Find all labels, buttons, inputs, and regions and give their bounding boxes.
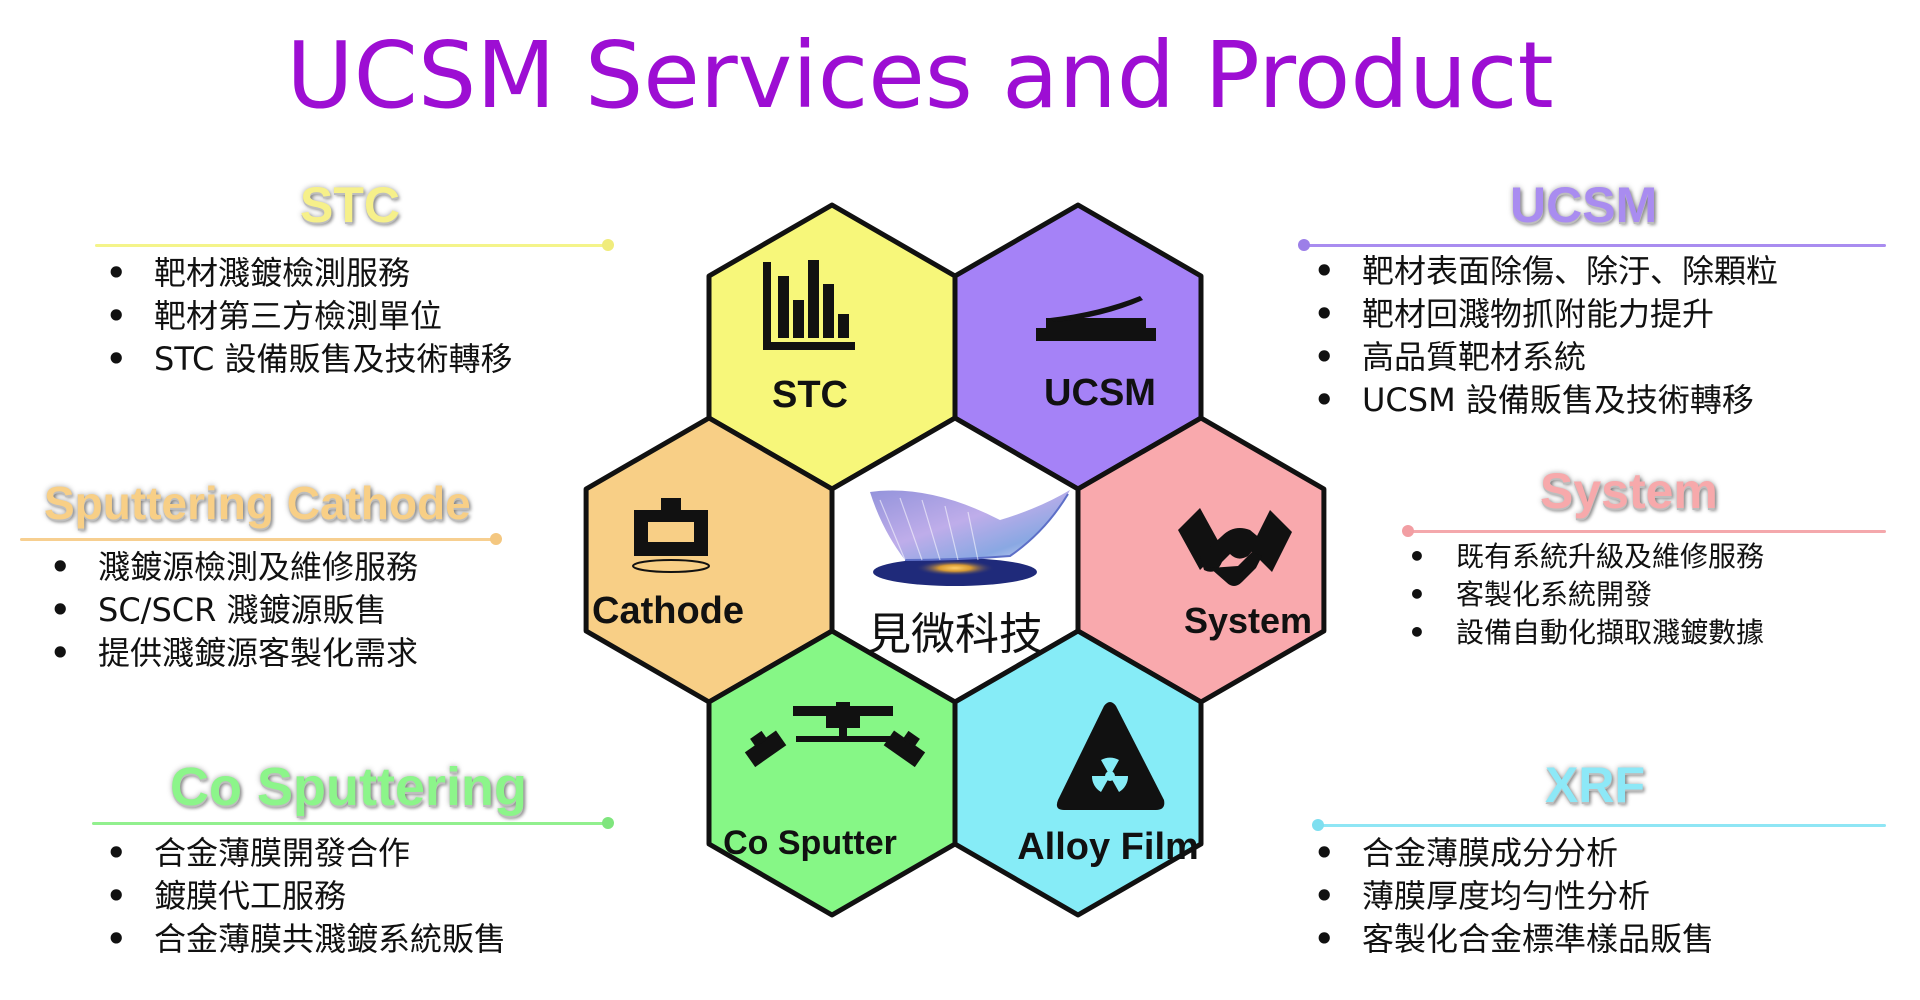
section-rule-co-sputtering [92, 817, 614, 829]
hex-label-co-sputter: Co Sputter [723, 824, 897, 862]
list-item: 既有系統升級及維修服務 [1400, 538, 1764, 576]
section-list-sputtering-cathode: 濺鍍源檢測及維修服務 SC/SCR 濺鍍源販售 提供濺鍍源客製化需求 [42, 546, 418, 675]
section-rule-xrf [1312, 819, 1886, 831]
hex-label-cathode: Cathode [592, 590, 744, 632]
cathode-icon [632, 498, 710, 573]
hex-label-ucsm: UCSM [1044, 372, 1156, 414]
hex-label-system: System [1183, 600, 1313, 641]
section-rule-system [1402, 525, 1886, 537]
list-item: UCSM 設備販售及技術轉移 [1306, 379, 1778, 422]
radiation-icon [1056, 702, 1165, 810]
section-heading-system: System [1540, 463, 1718, 519]
section-heading-xrf: XRF [1545, 757, 1645, 813]
list-item: 合金薄膜共濺鍍系統販售 [98, 918, 506, 961]
list-item: 鍍膜代工服務 [98, 875, 506, 918]
list-item: 濺鍍源檢測及維修服務 [42, 546, 418, 589]
section-list-system: 既有系統升級及維修服務 客製化系統開發 設備自動化擷取濺鍍數據 [1400, 538, 1764, 652]
list-item: 合金薄膜開發合作 [98, 832, 506, 875]
section-rule-sputtering-cathode [20, 533, 502, 545]
film-logo-icon [870, 490, 1070, 586]
list-item: 設備自動化擷取濺鍍數據 [1400, 614, 1764, 652]
handshake-icon [1178, 508, 1292, 586]
section-list-ucsm: 靶材表面除傷、除汙、除顆粒 靶材回濺物抓附能力提升 高品質靶材系統 UCSM 設… [1306, 250, 1778, 422]
list-item: STC 設備販售及技術轉移 [98, 338, 513, 381]
page-title: UCSM Services and Product [286, 22, 1554, 129]
list-item: 提供濺鍍源客製化需求 [42, 632, 418, 675]
list-item: SC/SCR 濺鍍源販售 [42, 589, 418, 632]
section-heading-sputtering-cathode: Sputtering Cathode [44, 477, 471, 529]
section-rule-ucsm [1298, 239, 1886, 251]
section-list-stc: 靶材濺鍍檢測服務 靶材第三方檢測單位 STC 設備販售及技術轉移 [98, 252, 513, 381]
section-list-co-sputtering: 合金薄膜開發合作 鍍膜代工服務 合金薄膜共濺鍍系統販售 [98, 832, 506, 961]
list-item: 高品質靶材系統 [1306, 336, 1778, 379]
list-item: 合金薄膜成分分析 [1306, 832, 1714, 875]
section-heading-stc: STC [300, 177, 400, 233]
co-sputter-icon [744, 702, 926, 768]
section-list-xrf: 合金薄膜成分分析 薄膜厚度均勻性分析 客製化合金標準樣品販售 [1306, 832, 1714, 961]
list-item: 客製化合金標準樣品販售 [1306, 918, 1714, 961]
section-heading-ucsm: UCSM [1510, 177, 1658, 233]
bent-plate-icon [1036, 296, 1156, 341]
list-item: 靶材第三方檢測單位 [98, 295, 513, 338]
list-item: 靶材濺鍍檢測服務 [98, 252, 513, 295]
list-item: 薄膜厚度均勻性分析 [1306, 875, 1714, 918]
hex-label-stc: STC [772, 374, 848, 416]
hex-label-center: 見微科技 [867, 609, 1043, 660]
list-item: 靶材回濺物抓附能力提升 [1306, 293, 1778, 336]
list-item: 客製化系統開發 [1400, 576, 1764, 614]
section-rule-stc [95, 239, 614, 251]
section-heading-co-sputtering: Co Sputtering [170, 757, 527, 817]
bar-chart-icon [763, 260, 855, 350]
hex-label-alloy-film: Alloy Film [1017, 826, 1199, 868]
list-item: 靶材表面除傷、除汙、除顆粒 [1306, 250, 1778, 293]
